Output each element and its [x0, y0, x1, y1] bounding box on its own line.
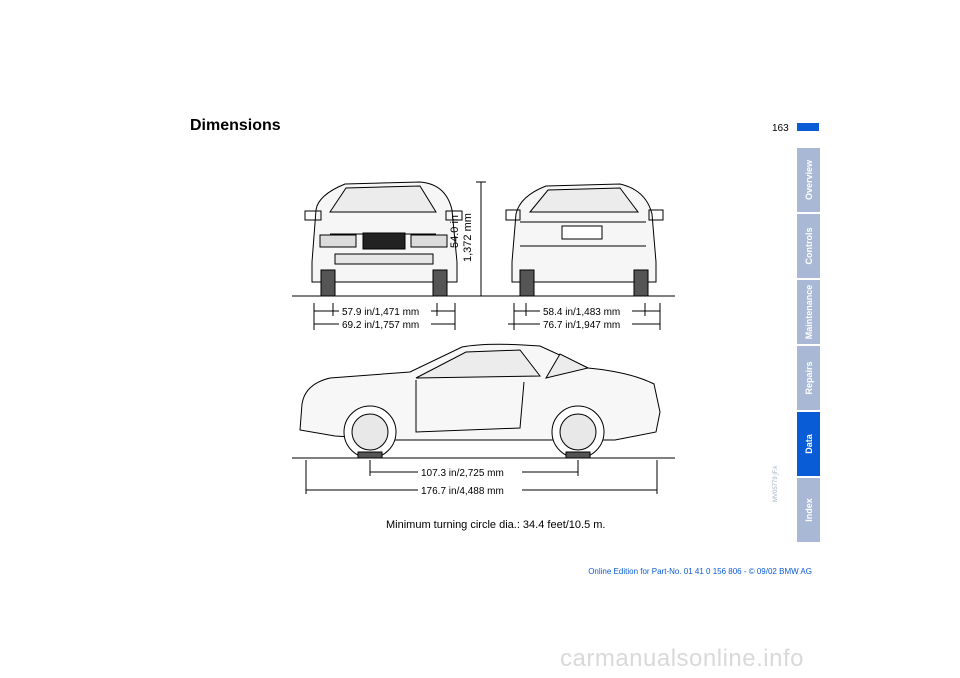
label-backdrop [339, 304, 431, 318]
rear-track-label: 58.4 in/1,483 mm [543, 307, 620, 318]
height-in-label: 54.0 in [449, 215, 461, 248]
length-label: 176.7 in/4,488 mm [421, 486, 504, 497]
tab-maintenance[interactable]: Maintenance [797, 280, 820, 344]
label-backdrop [418, 483, 522, 497]
width-rear-label: 76.7 in/1,947 mm [543, 320, 620, 331]
tab-overview[interactable]: Overview [797, 148, 820, 212]
turning-circle-caption: Minimum turning circle dia.: 34.4 feet/1… [386, 519, 606, 531]
car-side-view-icon [299, 343, 661, 459]
footer-edition: Online Edition for Part-No. 01 41 0 156 … [588, 567, 812, 576]
section-tabs: Overview Controls Maintenance Repairs Da… [797, 148, 820, 544]
car-rear-view-icon [505, 183, 664, 297]
label-backdrop [540, 304, 632, 318]
label-backdrop [540, 317, 632, 331]
wheelbase-label: 107.3 in/2,725 mm [421, 468, 504, 479]
tab-repairs[interactable]: Repairs [797, 346, 820, 410]
tab-index[interactable]: Index [797, 478, 820, 542]
height-mm-label: 1,372 mm [462, 213, 474, 262]
watermark: carmanualsonline.info [560, 645, 804, 672]
car-front-view-icon [304, 181, 463, 297]
tab-controls[interactable]: Controls [797, 214, 820, 278]
label-backdrop [339, 317, 431, 331]
page-title: Dimensions [190, 117, 281, 134]
label-backdrop [418, 465, 522, 479]
page-number: 163 [772, 123, 789, 134]
page-marker [797, 123, 819, 131]
tab-data[interactable]: Data [797, 412, 820, 476]
front-track-label: 57.9 in/1,471 mm [342, 307, 419, 318]
width-front-label: 69.2 in/1,757 mm [342, 320, 419, 331]
